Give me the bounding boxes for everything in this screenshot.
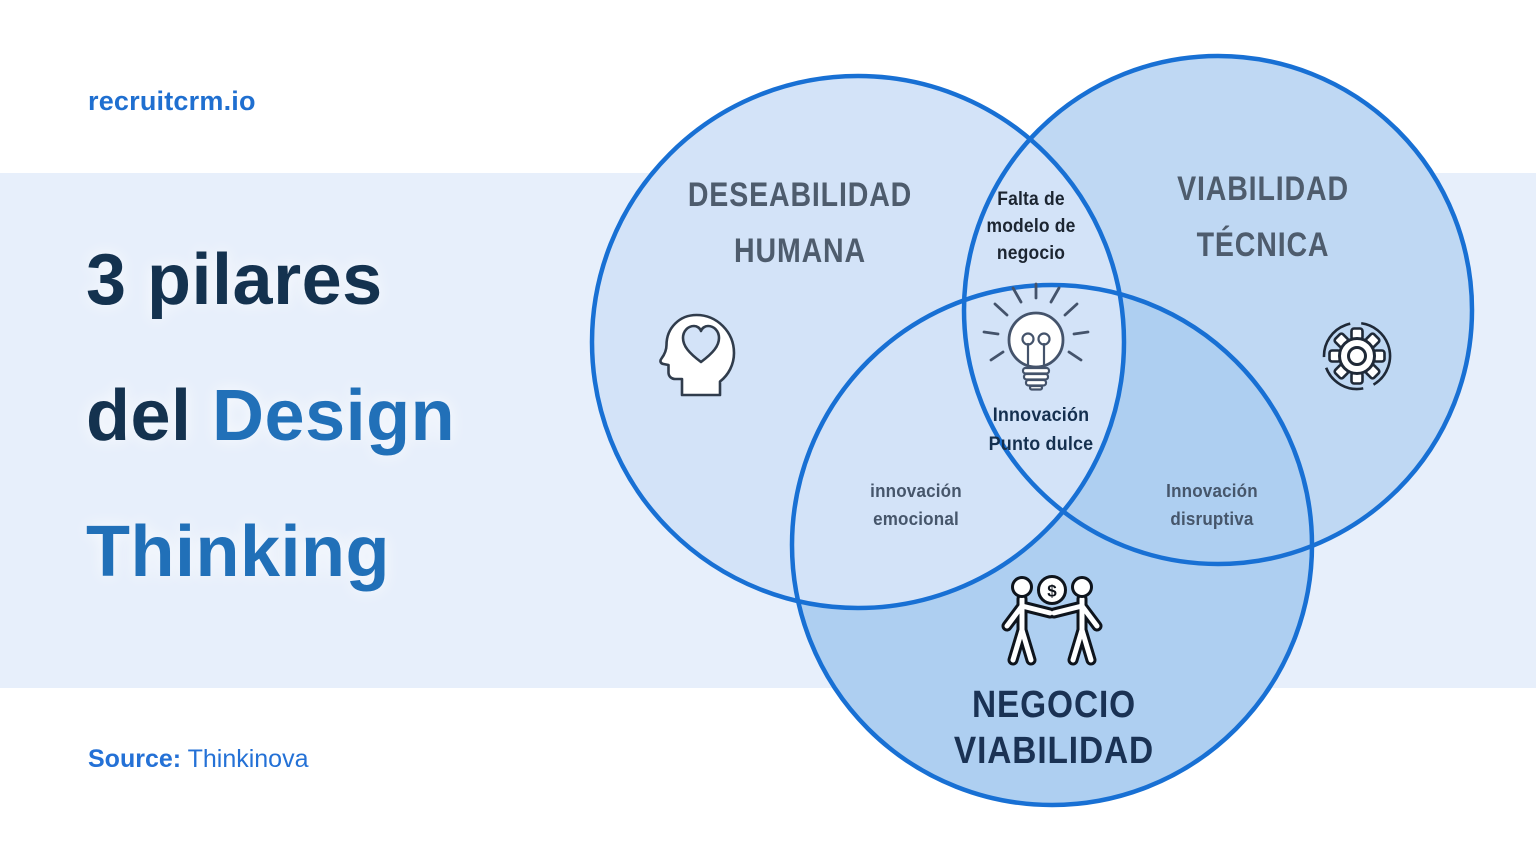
label-right-overlap: Innovación disruptiva [1166,480,1258,529]
circle-left-desirability [592,76,1124,608]
venn-circle-fills [592,56,1472,805]
lightbulb-base [1021,366,1051,391]
label-right-circle: VIABILIDAD TÉCNICA [1177,170,1349,264]
title-line-2: del Design [86,376,456,456]
dollar-symbol: $ [1047,582,1057,601]
label-left-overlap: innovación emocional [870,480,962,529]
label-bottom-circle: NEGOCIO VIABILIDAD [953,684,1155,772]
title-line-1: 3 pilares [86,240,383,320]
lightbulb-filament [1021,332,1051,371]
source-label: Source: [88,745,182,773]
brand-logo: recruitcrm.io [88,86,256,116]
gear-icon [1322,321,1392,391]
lightbulb-icon [982,282,1090,391]
label-center-overlap: Innovación Punto dulce [988,404,1094,455]
lightbulb-rays [982,282,1090,362]
label-top-overlap: Falta de modelo de negocio [986,189,1076,264]
source-attribution: Source: Thinkinova [88,745,309,774]
head-heart-icon [659,313,736,397]
label-left-circle: DESEABILIDAD HUMANA [687,176,913,270]
title-line-3: Thinking [86,512,390,592]
dollar-coin-icon: $ [1037,575,1067,605]
handshake-money-icon: $ [1001,575,1103,666]
source-name: Thinkinova [187,745,309,773]
venn-circle-outlines [589,53,1475,808]
page-title: 3 pilares del Design Thinking [86,212,455,620]
